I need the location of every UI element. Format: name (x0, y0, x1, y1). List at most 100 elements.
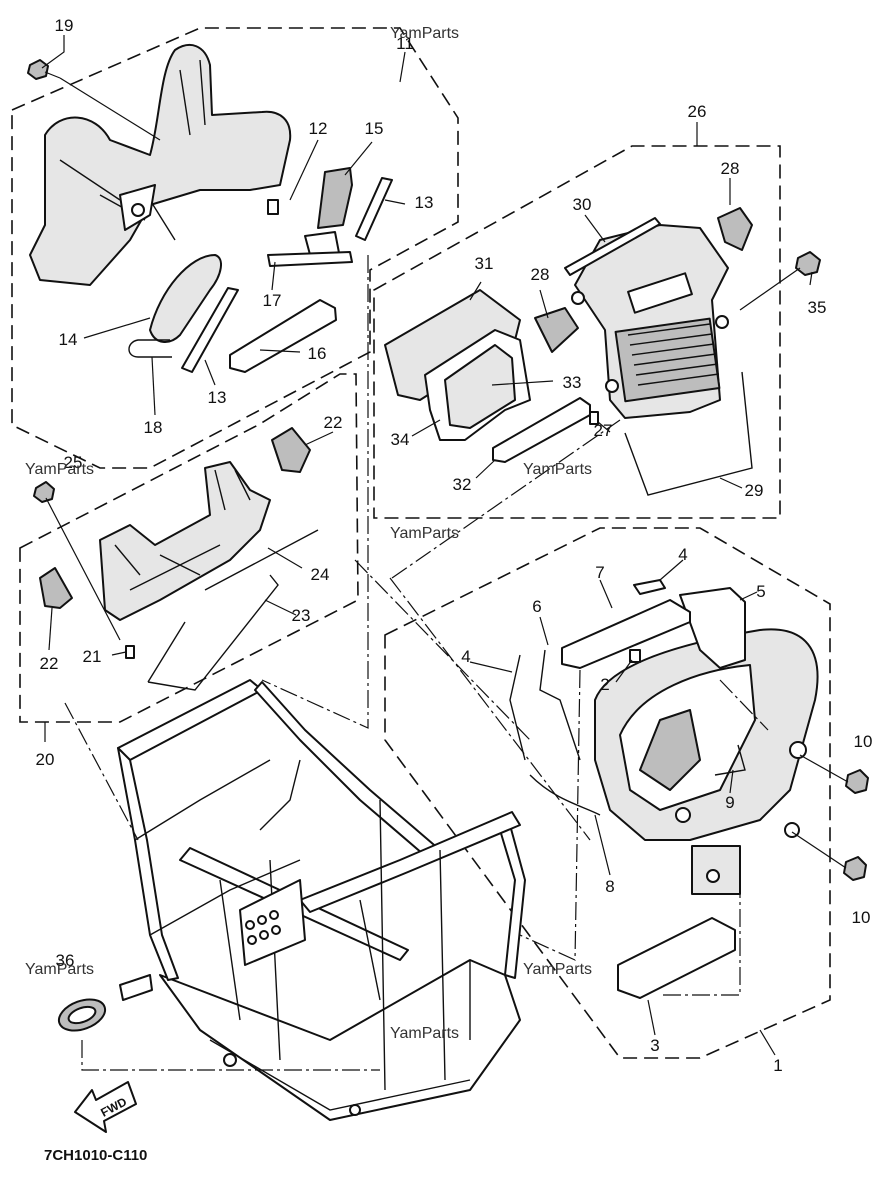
fwd-arrow-icon: FWD (74, 1081, 137, 1133)
part-label-6: 6 (532, 597, 541, 616)
pin-21-part (125, 645, 135, 659)
bracket-5-part (679, 587, 746, 669)
frame-23-part (147, 574, 279, 691)
part-label-15: 15 (365, 119, 384, 138)
frame-rail-part (299, 811, 521, 913)
front-cover-part (29, 44, 292, 286)
part-label-26: 26 (688, 102, 707, 121)
part-label-29: 29 (745, 481, 764, 500)
middle-assembly (99, 461, 271, 621)
bolt-10b-icon (791, 831, 867, 881)
pad-22b-part (39, 567, 73, 609)
part-label-12: 12 (309, 119, 328, 138)
part-label-3: 3 (650, 1036, 659, 1055)
part-label-5: 5 (756, 582, 765, 601)
strip-8-part (529, 774, 601, 816)
bracket-15-part (317, 167, 353, 229)
strip-4b-part (509, 654, 526, 761)
pin-27-part (589, 411, 599, 425)
pin-2-part (629, 649, 641, 663)
part-label-4b: 4 (461, 647, 470, 666)
part-label-7: 7 (595, 563, 604, 582)
part-label-23: 23 (292, 606, 311, 625)
part-label-4a: 4 (678, 545, 687, 564)
part-label-30: 30 (573, 195, 592, 214)
part-label-36: 36 (56, 951, 75, 970)
handle-6-part (539, 649, 581, 761)
part-label-17: 17 (263, 291, 282, 310)
strip-24-part (204, 529, 319, 591)
part-label-13a: 13 (415, 193, 434, 212)
part-label-14: 14 (59, 330, 78, 349)
front-body-assembly (594, 628, 819, 895)
pad-22a-part (271, 427, 311, 473)
handle-cover-14-part (149, 254, 222, 343)
strip-13-part (355, 177, 393, 241)
front-cover-assembly (29, 44, 292, 286)
insert-33-part (444, 344, 516, 429)
watermark-4: YamParts (390, 525, 459, 542)
part-label-33: 33 (563, 373, 582, 392)
part-label-28b: 28 (531, 265, 550, 284)
bolt-25-icon (33, 481, 121, 641)
strip-30-part (564, 217, 661, 276)
part-label-21: 21 (83, 647, 102, 666)
part-label-10a: 10 (854, 732, 873, 751)
clip-17-part (267, 251, 353, 267)
watermark-5: YamParts (25, 961, 94, 978)
part-label-19: 19 (55, 16, 74, 35)
watermark-6: YamParts (523, 961, 592, 978)
part-label-25: 25 (64, 453, 83, 472)
frame-base-part (159, 959, 521, 1121)
bolt-35-icon (739, 251, 821, 311)
watermark-1: YamParts (390, 25, 459, 42)
part-label-22a: 22 (324, 413, 343, 432)
bar-16-part (229, 299, 337, 373)
bolt-10a-icon (799, 754, 869, 794)
part-label-24: 24 (311, 565, 330, 584)
part-label-10b: 10 (852, 908, 871, 927)
frame-tube-front-part (117, 747, 179, 981)
rear-panel-assembly (571, 224, 729, 419)
strip-4a-part (633, 579, 666, 595)
pad-28b-part (534, 307, 579, 353)
part-label-11: 11 (396, 34, 414, 53)
drawing-code: 7CH1010-C110 (44, 1147, 147, 1164)
watermark-3: YamParts (523, 461, 592, 478)
bolt-19-icon (27, 59, 61, 80)
part-label-22b: 22 (40, 654, 59, 673)
part-label-1: 1 (773, 1056, 782, 1075)
watermark-2: YamParts (25, 461, 94, 478)
part-label-27: 27 (594, 421, 613, 440)
frame-tube-top-part (117, 679, 263, 761)
part-label-31: 31 (475, 254, 494, 273)
part-label-32: 32 (453, 475, 472, 494)
part-label-8: 8 (605, 877, 614, 896)
part-label-35: 35 (808, 298, 827, 317)
part-label-2: 2 (600, 675, 609, 694)
part-label-13b: 13 (208, 388, 227, 407)
frame-panel-part (239, 879, 306, 966)
part-label-34: 34 (391, 430, 410, 449)
main-frame (117, 679, 526, 1121)
pad-28-part (717, 207, 753, 251)
part-label-18: 18 (144, 418, 163, 437)
rod-18-part (128, 339, 172, 358)
group-outline-11 (11, 27, 459, 469)
handle-9-part (714, 744, 746, 776)
plate-3-part (617, 917, 736, 999)
part-label-28a: 28 (721, 159, 740, 178)
part-label-9: 9 (725, 793, 734, 812)
part-label-16: 16 (308, 344, 327, 363)
handle-29-part (624, 371, 753, 496)
group-outline-20 (19, 373, 359, 723)
grommet-36-part (57, 998, 107, 1032)
pin-12-part (267, 199, 279, 215)
part-label-20: 20 (36, 750, 55, 769)
strip-13b-part (181, 287, 239, 373)
watermark-7: YamParts (390, 1025, 459, 1042)
mid-cover-part (99, 461, 271, 621)
bar-7-part (561, 599, 691, 669)
